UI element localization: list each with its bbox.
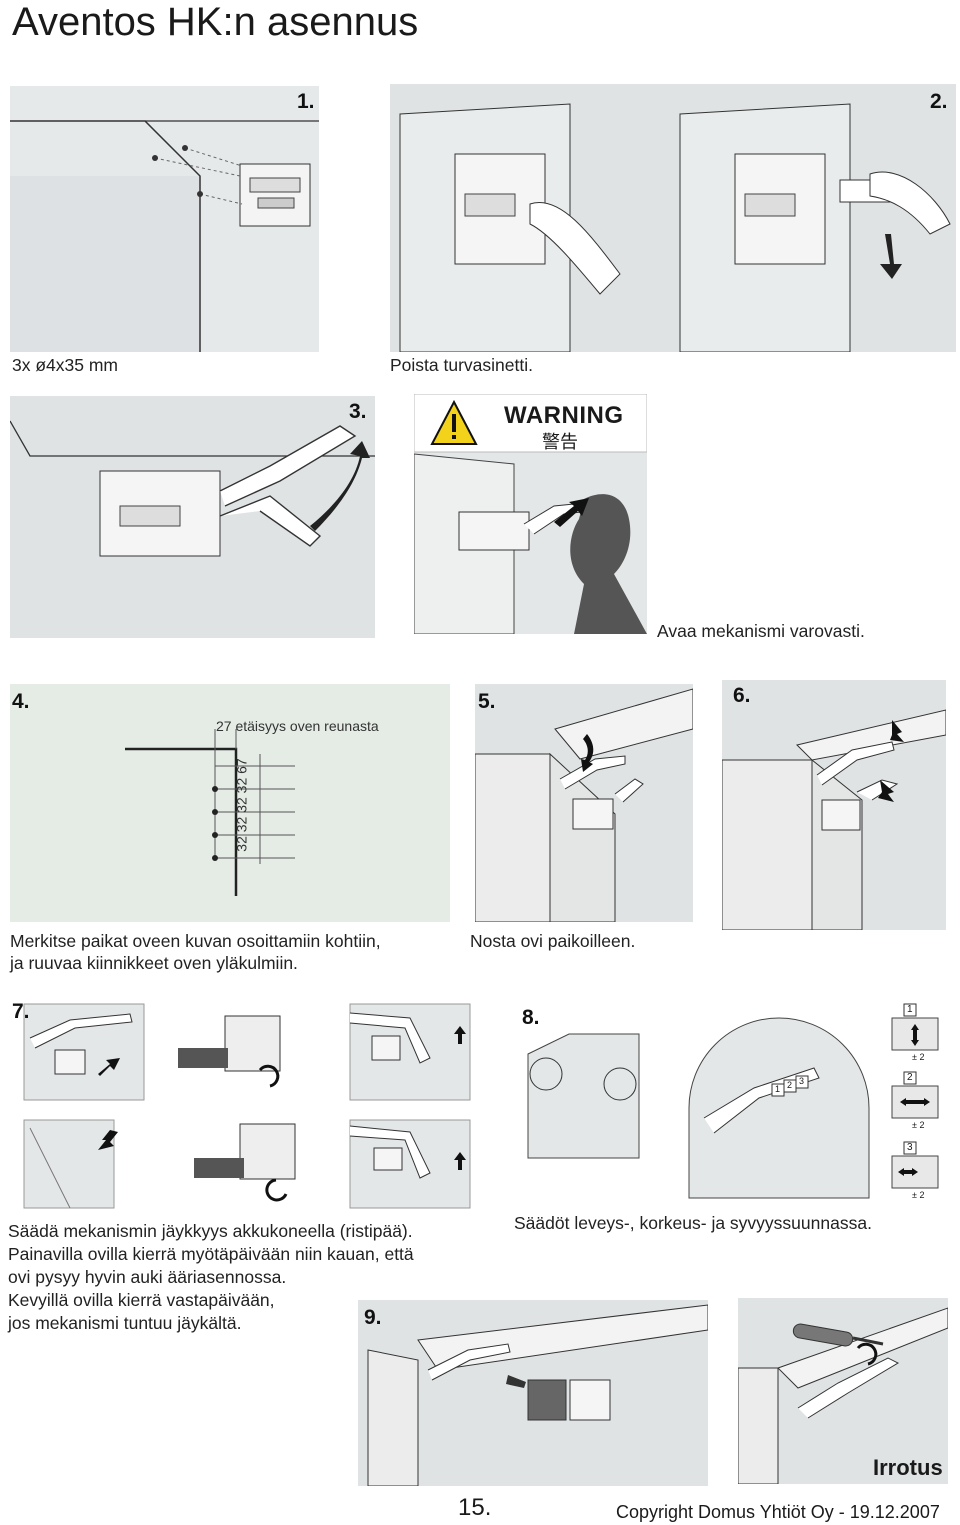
step-9-number: 9. [364,1306,382,1329]
step-2-illustration [390,84,956,352]
adjust-num-1: 1 [907,1004,913,1015]
step-8-number: 8. [522,1006,540,1029]
step-7-caption-line1: Säädä mekanismin jäykkyys akkukoneella (… [8,1221,413,1241]
step-1-illustration [10,86,319,352]
detail-num-2: 2 [787,1080,793,1090]
step-7-caption-line3: ovi pysyy hyvin auki ääriasennossa. [8,1267,287,1287]
step-7-caption-line2: Painavilla ovilla kierrä myötäpäivään ni… [8,1244,414,1264]
step-7-illustration [10,998,482,1210]
drill-position-diagram [125,729,295,896]
step-1-caption: 3x ø4x35 mm [12,355,118,375]
warning-drawing [414,394,647,634]
remove-door-drawing [358,1300,708,1486]
step-4-number: 4. [12,690,30,713]
step-4-illustration: 27 etäisyys oven reunasta 32 32 32 32 67 [10,684,450,922]
warning-label: WARNING [504,402,624,429]
step-7-caption-line5: jos mekanismi tuntuu jäykältä. [8,1313,242,1333]
step-2-number: 2. [930,90,948,113]
warning-panel: WARNING 警告 [414,394,647,634]
warning-chinese-label: 警告 [542,432,578,452]
adjust-num-3: 3 [907,1142,913,1153]
step-5-number: 5. [478,690,496,713]
step-7-caption-line4: Kevyillä ovilla kierrä vastapäivään, [8,1290,275,1310]
remove-safety-clip-drawing [390,84,956,352]
step-6-number: 6. [733,684,751,707]
copyright-text: Copyright Domus Yhtiöt Oy - 19.12.2007 [616,1502,940,1522]
step-4-dim-top: 27 etäisyys oven reunasta [216,718,379,734]
step-8-illustration: 1 2 3 ± 2 ± 2 ± 2 1 2 3 [514,998,952,1206]
page-number: 15. [458,1494,492,1521]
step-2-caption: Poista turvasinetti. [390,355,533,375]
adjustments-drawing [527,1003,939,1199]
step-6-illustration [722,680,946,930]
step-3-illustration [10,396,375,638]
step-9-label: Irrotus [873,1455,943,1480]
step-3-caption: Avaa mekanismi varovasti. [657,621,865,641]
step-7-number: 7. [12,1000,30,1023]
detail-num-1: 1 [775,1084,781,1094]
adjust-num-2: 2 [907,1072,913,1083]
adjust-tol-1: ± 2 [912,1052,925,1062]
step-4-dim-side: 32 32 32 32 67 [233,758,250,852]
cabinet-hinge-drawing [10,86,319,352]
step-4-caption-line1: Merkitse paikat oveen kuvan osoittamiin … [10,931,381,951]
step-9-illustration-a [358,1300,708,1486]
detail-num-3: 3 [799,1076,805,1086]
adjust-tol-2: ± 2 [912,1120,925,1130]
adjust-tol-3: ± 2 [912,1190,925,1200]
adjust-tension-drawing [23,1003,471,1210]
step-5-caption: Nosta ovi paikoilleen. [470,931,636,951]
screwdriver-release-drawing [738,1298,948,1484]
step-5-illustration [475,684,693,922]
step-4-caption-line2: ja ruuvaa kiinnikkeet oven yläkulmiin. [10,953,298,973]
open-mechanism-drawing [10,396,375,638]
lift-door-drawing [475,684,693,922]
page-title: Aventos HK:n asennus [12,0,419,44]
step-8-caption: Säädöt leveys-, korkeus- ja syvyyssuunna… [514,1213,872,1233]
attach-door-drawing [722,680,946,930]
step-3-number: 3. [349,400,367,423]
step-9-illustration-b [738,1298,948,1484]
step-1-number: 1. [297,90,315,113]
